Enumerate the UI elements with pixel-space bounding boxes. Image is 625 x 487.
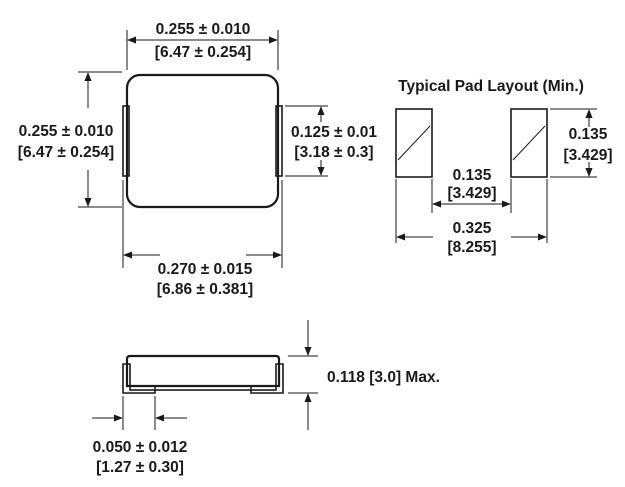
width-dim-mm: [6.47 ± 0.254]: [155, 44, 251, 61]
side-height-label: 0.118 [3.0] Max.: [327, 369, 440, 386]
side-view: 0.118 [3.0] Max. 0.050 ± 0.012 [1.27 ± 0…: [92, 320, 440, 476]
terminal-width-inch: 0.050 ± 0.012: [93, 439, 188, 456]
pad-gap-inch: 0.135: [453, 167, 492, 184]
pad-height-inch: 0.135: [569, 126, 608, 143]
overall-width-inch: 0.270 ± 0.015: [158, 261, 253, 278]
pad-span-inch: 0.325: [453, 220, 492, 237]
side-body: [125, 354, 281, 388]
terminal-height-inch: 0.125 ± 0.01: [291, 124, 377, 141]
top-view: 0.255 ± 0.010 [6.47 ± 0.254] 0.255 ± 0.0…: [18, 21, 378, 298]
overall-width-mm: [6.86 ± 0.381]: [157, 281, 253, 298]
right-pad: [510, 108, 548, 178]
height-dim-mm: [6.47 ± 0.254]: [18, 144, 114, 161]
height-dim-inch: 0.255 ± 0.010: [19, 123, 114, 140]
terminal-height-mm: [3.18 ± 0.3]: [294, 144, 373, 161]
pad-span-mm: [8.255]: [447, 239, 496, 256]
component-body: [125, 73, 280, 209]
pad-layout-title: Typical Pad Layout (Min.): [398, 78, 584, 95]
left-pad: [395, 108, 433, 178]
width-dim-inch: 0.255 ± 0.010: [156, 21, 251, 38]
pad-height-mm: [3.429]: [563, 147, 612, 164]
terminal-width-mm: [1.27 ± 0.30]: [96, 459, 184, 476]
pad-layout: Typical Pad Layout (Min.) 0.135 [3.429] …: [395, 78, 613, 256]
pad-gap-mm: [3.429]: [447, 185, 496, 202]
